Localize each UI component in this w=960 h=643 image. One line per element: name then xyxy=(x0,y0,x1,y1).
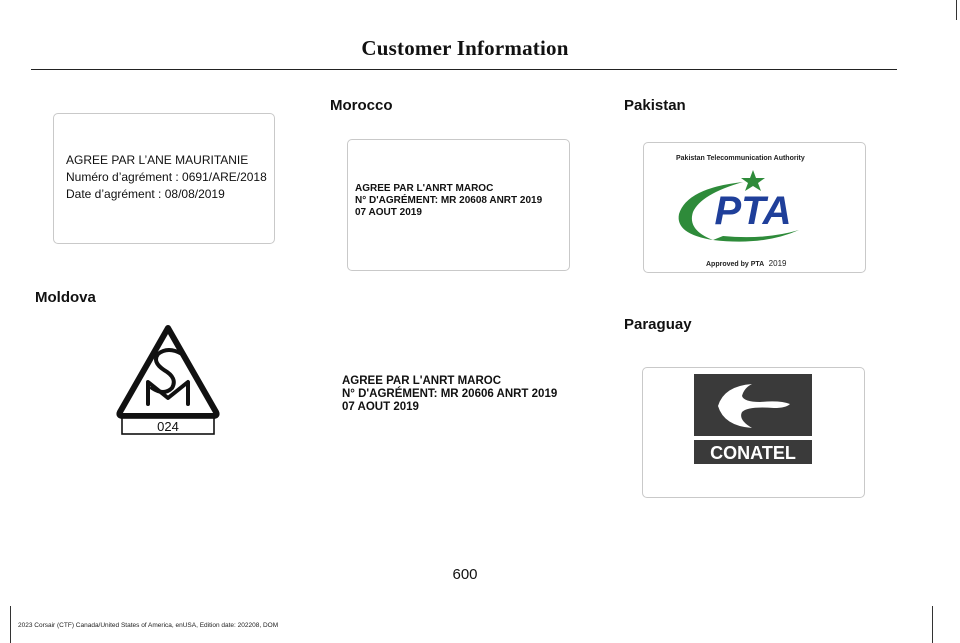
edition-footer: 2023 Corsair (CTF) Canada/United States … xyxy=(18,622,279,629)
morocco-label-1-line-3: 07 AOUT 2019 xyxy=(355,207,422,218)
pakistan-label-card xyxy=(643,142,866,273)
morocco-label-2-line-1: AGREE PAR L'ANRT MAROC xyxy=(342,375,502,387)
mauritania-line-3: Date d’agrément : 08/08/2019 xyxy=(66,187,225,201)
top-right-crop-mark xyxy=(956,0,957,20)
moldova-heading: Moldova xyxy=(35,289,96,306)
conatel-globe-icon xyxy=(718,384,790,428)
mauritania-label-text: AGREE PAR L’ANE MAURITANIE Numéro d’agré… xyxy=(66,152,267,203)
pta-logo-text: PTA xyxy=(714,189,791,233)
morocco-label-2-line-2: N° D'AGRÉMENT: MR 20606 ANRT 2019 xyxy=(342,388,558,400)
pta-logo: PTA xyxy=(678,170,799,242)
mauritania-line-1: AGREE PAR L’ANE MAURITANIE xyxy=(66,153,249,167)
moldova-triangle-icon xyxy=(116,325,220,419)
morocco-label-1-line-1: AGREE PAR L'ANRT MAROC xyxy=(355,183,494,194)
mauritania-label-card xyxy=(53,113,275,244)
pta-authority-name: Pakistan Telecommunication Authority xyxy=(676,155,805,162)
header-divider xyxy=(31,69,897,70)
left-crop-mark xyxy=(10,606,11,643)
moldova-mark-number: 024 xyxy=(157,419,179,434)
morocco-label-2-line-3: 07 AOUT 2019 xyxy=(342,401,419,413)
moldova-sm-letters-icon xyxy=(146,348,190,406)
moldova-conformity-mark: 024 xyxy=(116,325,220,435)
conatel-logo: CONATEL xyxy=(694,374,812,464)
mauritania-line-2: Numéro d’agrément : 0691/ARE/2018 xyxy=(66,170,267,184)
right-crop-mark xyxy=(932,606,933,643)
morocco-heading: Morocco xyxy=(330,97,393,114)
pta-swoosh-icon xyxy=(678,182,799,242)
morocco-label-2-text: AGREE PAR L'ANRT MAROC N° D'AGRÉMENT: MR… xyxy=(342,375,557,414)
pakistan-heading: Pakistan xyxy=(624,97,686,114)
paraguay-heading: Paraguay xyxy=(624,316,692,333)
pta-approval-line: Approved by PTA 2019 xyxy=(706,253,786,271)
morocco-label-1-line-2: N° D'AGRÉMENT: MR 20608 ANRT 2019 xyxy=(355,195,543,206)
pta-approved-text: Approved by PTA xyxy=(706,261,765,268)
morocco-label-1-text: AGREE PAR L'ANRT MAROC N° D'AGRÉMENT: MR… xyxy=(355,183,542,219)
pta-approved-year: 2019 xyxy=(768,259,787,268)
page-title: Customer Information xyxy=(361,36,569,60)
pta-star-icon xyxy=(741,170,765,191)
page-number: 600 xyxy=(452,566,478,583)
conatel-logo-text: CONATEL xyxy=(710,443,796,463)
morocco-label-card-1 xyxy=(347,139,570,271)
